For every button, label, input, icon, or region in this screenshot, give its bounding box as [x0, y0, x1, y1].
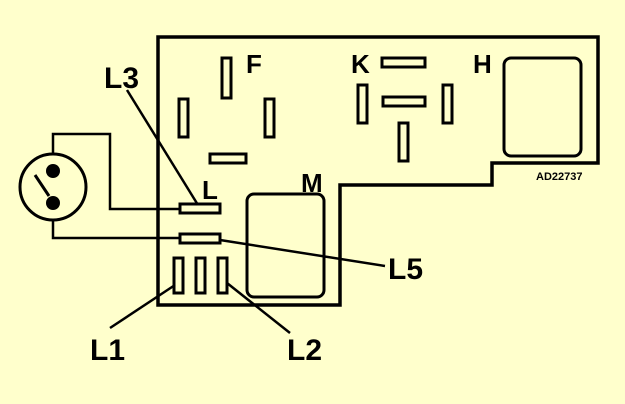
terminal-k-right	[441, 83, 454, 125]
leader-l1	[109, 283, 176, 330]
terminal-k-center	[381, 95, 427, 108]
label-l3: L3	[104, 62, 139, 95]
leader-l2	[226, 282, 291, 334]
socket-symbol	[18, 152, 88, 222]
label-l5: L5	[388, 253, 423, 286]
label-m: M	[301, 168, 323, 198]
label-l1: L1	[90, 334, 125, 367]
terminal-l5	[178, 232, 222, 245]
terminal-l2	[216, 256, 229, 295]
terminal-middle	[194, 256, 207, 295]
label-h: H	[473, 49, 492, 79]
terminal-f-bottom	[208, 152, 248, 165]
label-l2: L2	[287, 334, 322, 367]
terminal-k-top	[380, 56, 427, 69]
label-f: F	[246, 49, 262, 79]
label-l: L	[202, 175, 218, 205]
terminal-l1	[172, 256, 185, 295]
terminal-f-top	[220, 56, 233, 100]
terminal-f-right	[263, 97, 276, 139]
wire-to-l3	[51, 132, 180, 211]
leader-l5	[219, 238, 386, 268]
terminal-f-left	[177, 97, 190, 139]
cavity-h	[502, 56, 583, 158]
terminal-k-left	[356, 83, 369, 125]
connector-housing	[156, 35, 600, 307]
terminal-k-bottom	[397, 121, 410, 163]
terminal-l3	[178, 202, 222, 215]
reference-code: AD22737	[536, 171, 582, 183]
label-k: K	[351, 49, 370, 79]
leader-l3	[125, 89, 200, 206]
